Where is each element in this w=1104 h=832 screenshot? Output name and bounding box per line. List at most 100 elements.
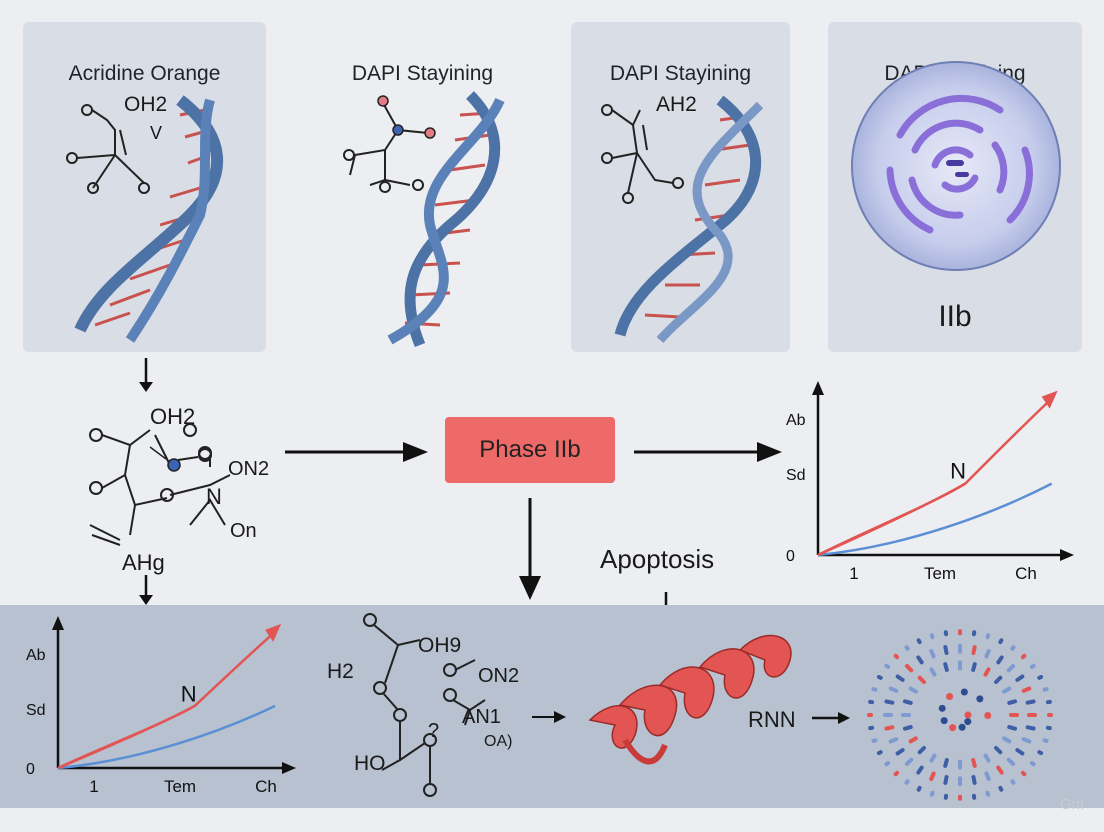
series-red-arrowhead: [1041, 390, 1058, 409]
x-tick-label: 1: [849, 564, 858, 583]
particle: [895, 674, 905, 682]
particle: [1015, 748, 1025, 756]
particle: [1010, 779, 1016, 785]
y-tick-label: 0: [786, 548, 795, 565]
particle: [1009, 713, 1019, 717]
particle: [1007, 725, 1018, 731]
particle: [902, 725, 913, 731]
series-red-line: [57, 630, 276, 770]
particle: [1045, 725, 1052, 731]
rna-helix-red: [588, 634, 792, 765]
dna-helix-2: [387, 91, 505, 348]
series-blue-line: [817, 482, 1053, 557]
particle: [1025, 725, 1036, 731]
particle: [1047, 713, 1053, 717]
apoptosis-label: Apoptosis: [600, 544, 715, 574]
series-red-arrowhead: [265, 623, 282, 642]
particle: [1006, 757, 1016, 766]
arrow-down-1: [139, 358, 153, 392]
particle: [893, 770, 900, 777]
particle: [908, 686, 918, 694]
particle: [994, 675, 1003, 684]
particle: [1006, 664, 1016, 673]
particle: [1021, 737, 1032, 744]
arrow-right-2: [634, 442, 782, 462]
particle: [964, 711, 972, 719]
particle: [884, 725, 895, 731]
particle: [994, 746, 1003, 755]
formula-label: ON2: [228, 458, 270, 480]
particle: [958, 794, 962, 801]
particle: [1015, 674, 1025, 682]
series-blue-line: [57, 704, 276, 770]
particle: [983, 667, 991, 677]
y-tick-label: Ab: [786, 412, 806, 429]
formula-label: OH9: [418, 634, 462, 657]
particle: [917, 675, 926, 684]
x-tick-label: Tem: [164, 777, 196, 796]
particle: [984, 711, 992, 719]
series-red-line: [817, 397, 1053, 557]
particle: [1002, 686, 1012, 694]
particle: [1010, 645, 1016, 651]
particle: [971, 793, 977, 800]
x-tick-label: Tem: [924, 564, 956, 583]
y-axis-arrow: [52, 616, 64, 630]
molecule-dapi-2: [601, 104, 684, 204]
y-tick-label: Sd: [786, 467, 806, 484]
panel-caption: IIb: [938, 300, 972, 333]
particle: [943, 630, 949, 637]
molecule-center: [89, 423, 231, 546]
formula-mark: ?: [428, 720, 440, 742]
particle: [960, 688, 968, 696]
particle: [895, 748, 905, 756]
particle: [904, 757, 914, 766]
particle: [943, 758, 949, 768]
panel-acridine: Acridine Orange: [23, 22, 266, 352]
particle: [929, 633, 935, 640]
panel-title: DAPI Stayining: [351, 62, 494, 85]
formula-label: OH2: [124, 93, 168, 116]
particle: [884, 761, 890, 767]
particle: [868, 699, 875, 705]
particle: [971, 662, 977, 672]
particle: [1027, 713, 1037, 717]
particle: [1037, 750, 1044, 756]
particle: [943, 775, 949, 785]
particle: [916, 638, 922, 645]
x-tick-label: Ch: [255, 777, 277, 796]
particle: [940, 717, 948, 725]
particle: [946, 693, 954, 701]
particle: [971, 630, 977, 637]
particle: [943, 645, 949, 655]
formula-label: H2: [327, 660, 354, 683]
y-tick-label: Sd: [26, 702, 46, 719]
y-tick-label: 0: [26, 761, 35, 778]
particle: [884, 699, 895, 705]
particle: [902, 699, 913, 705]
panel-title: Acridine Orange: [68, 62, 221, 85]
particle: [893, 653, 900, 660]
x-tick-label: 1: [89, 777, 98, 796]
particle: [1042, 687, 1049, 692]
formula-label: OA): [484, 733, 513, 750]
dna-helix-3: [614, 95, 764, 343]
formula-label: N: [206, 484, 222, 509]
particle: [998, 785, 1004, 792]
molecule-bottom: [363, 613, 486, 797]
particle: [868, 725, 875, 731]
particle: [958, 723, 966, 731]
particle: [971, 645, 977, 655]
particle: [971, 775, 977, 785]
particle: [867, 713, 873, 717]
chart-annotation: N: [950, 459, 966, 484]
arrow-right-1: [285, 442, 428, 462]
particle: [958, 776, 962, 787]
particle: [971, 758, 977, 768]
y-axis-arrow: [812, 381, 824, 395]
particle: [917, 746, 926, 755]
formula-label: V: [150, 123, 163, 143]
x-tick-label: Ch: [1015, 564, 1037, 583]
particle: [958, 643, 962, 654]
particle: [901, 713, 911, 717]
